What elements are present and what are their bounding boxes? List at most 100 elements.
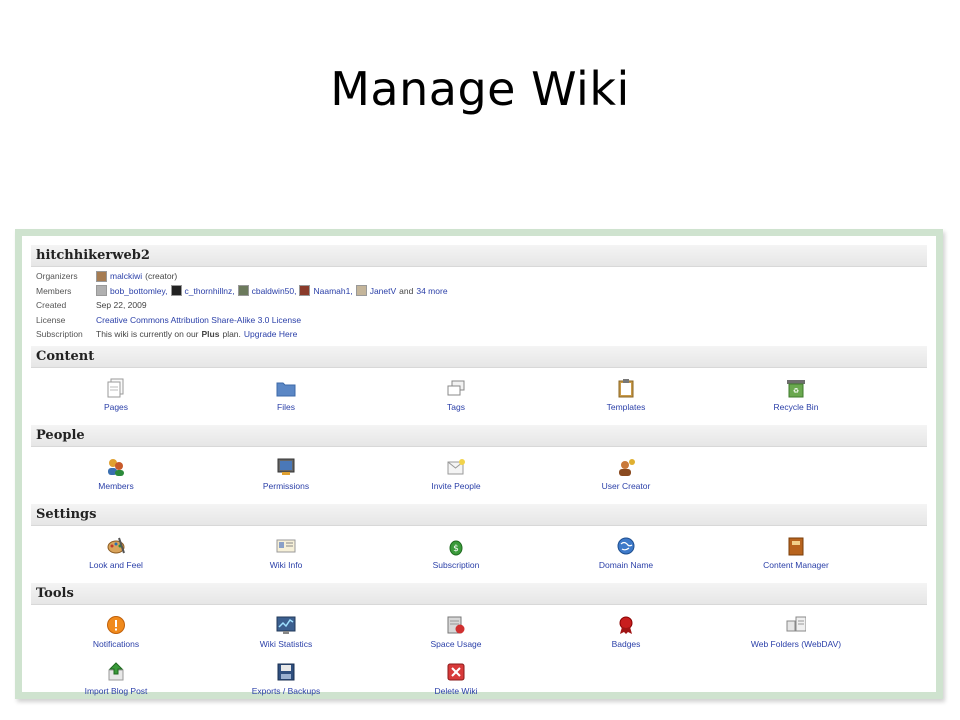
people-grid: Members Permissions Invite People User C…: [31, 447, 927, 504]
envelope-icon: [446, 457, 466, 477]
recycle-bin-button[interactable]: ♻ Recycle Bin: [711, 374, 881, 421]
pages-button[interactable]: Pages: [31, 374, 201, 421]
files-button[interactable]: Files: [201, 374, 371, 421]
wiki-statistics-button[interactable]: Wiki Statistics: [201, 611, 371, 658]
organizers-label: Organizers: [36, 271, 78, 282]
subscription-label: Subscription: [36, 329, 83, 340]
clipboard-icon: [616, 378, 636, 398]
subscription-button[interactable]: $ Subscription: [371, 532, 541, 579]
domain-name-button[interactable]: Domain Name: [541, 532, 711, 579]
space-usage-icon: [446, 615, 466, 635]
organizers-row: Organizers malckiwi (creator): [36, 269, 927, 284]
pages-label: Pages: [103, 401, 129, 412]
badges-button[interactable]: Badges: [541, 611, 711, 658]
invite-people-button[interactable]: Invite People: [371, 453, 541, 500]
member-link[interactable]: c_thornhillnz,: [184, 285, 235, 296]
domain-name-label: Domain Name: [598, 559, 654, 570]
import-blog-post-label: Import Blog Post: [84, 685, 148, 696]
user-creator-label: User Creator: [601, 480, 651, 491]
wiki-info-label: Wiki Info: [269, 559, 303, 570]
upgrade-link[interactable]: Upgrade Here: [243, 329, 298, 340]
permissions-icon: [276, 457, 296, 477]
license-row: License Creative Commons Attribution Sha…: [36, 313, 927, 328]
created-value: Sep 22, 2009: [96, 300, 147, 311]
member-link[interactable]: Naamah1,: [313, 285, 353, 296]
slide-title: Manage Wiki: [330, 62, 630, 116]
member-link[interactable]: JanetV: [369, 285, 397, 296]
badge-icon: [616, 615, 636, 635]
delete-wiki-label: Delete Wiki: [434, 685, 478, 696]
invite-people-label: Invite People: [431, 480, 481, 491]
templates-label: Templates: [606, 401, 646, 412]
look-and-feel-label: Look and Feel: [89, 559, 143, 570]
wiki-manage-panel: hitchhikerweb2 Organizers malckiwi (crea…: [22, 236, 936, 696]
member-link[interactable]: cbaldwin50,: [251, 285, 297, 296]
delete-wiki-button[interactable]: Delete Wiki: [371, 658, 541, 705]
content-manager-button[interactable]: Content Manager: [711, 532, 881, 579]
subscription-label-item: Subscription: [432, 559, 480, 570]
content-manager-label: Content Manager: [763, 559, 829, 570]
recycle-bin-label: Recycle Bin: [773, 401, 819, 412]
user-creator-button[interactable]: User Creator: [541, 453, 711, 500]
recycle-bin-icon: ♻: [786, 378, 806, 398]
created-label: Created: [36, 300, 67, 311]
import-blog-post-button[interactable]: Import Blog Post: [31, 658, 201, 705]
files-label: Files: [277, 401, 295, 412]
avatar: [237, 285, 249, 297]
web-folders-label: Web Folders (WebDAV): [750, 638, 842, 649]
section-header-content: Content: [31, 345, 927, 368]
notifications-label: Notifications: [92, 638, 140, 649]
section-header-tools: Tools: [31, 582, 927, 605]
wiki-statistics-label: Wiki Statistics: [259, 638, 313, 649]
wiki-info: Organizers malckiwi (creator) Members bo…: [31, 267, 927, 346]
web-folders-icon: [786, 615, 806, 635]
tags-label: Tags: [447, 401, 465, 412]
statistics-icon: [276, 615, 296, 635]
screenshot-frame: hitchhikerweb2 Organizers malckiwi (crea…: [15, 229, 943, 699]
section-header-settings: Settings: [31, 503, 927, 526]
wiki-box: hitchhikerweb2 Organizers malckiwi (crea…: [31, 245, 927, 709]
license-link[interactable]: Creative Commons Attribution Share-Alike…: [96, 314, 302, 325]
created-row: Created Sep 22, 2009: [36, 298, 927, 313]
wiki-name-header: hitchhikerweb2: [31, 245, 927, 267]
organizer-note: (creator): [145, 271, 178, 282]
space-usage-button[interactable]: Space Usage: [371, 611, 541, 658]
globe-icon: [616, 536, 636, 556]
exports-backups-button[interactable]: Exports / Backups: [201, 658, 371, 705]
wiki-info-button[interactable]: Wiki Info: [201, 532, 371, 579]
look-and-feel-button[interactable]: Look and Feel: [31, 532, 201, 579]
members-icon: [106, 457, 126, 477]
id-card-icon: [276, 536, 296, 556]
web-folders-button[interactable]: Web Folders (WebDAV): [711, 611, 881, 658]
svg-text:$: $: [453, 544, 459, 554]
members-label: Members: [36, 285, 72, 296]
exports-backups-label: Exports / Backups: [251, 685, 321, 696]
badges-label: Badges: [611, 638, 641, 649]
avatar: [299, 285, 311, 297]
section-header-people: People: [31, 424, 927, 447]
money-icon: $: [446, 536, 466, 556]
pages-icon: [106, 378, 126, 398]
notifications-button[interactable]: Notifications: [31, 611, 201, 658]
subscription-plan: Plus: [201, 329, 220, 340]
settings-grid: Look and Feel Wiki Info $ Subscription D…: [31, 526, 927, 583]
folder-icon: [276, 378, 296, 398]
members-label: Members: [98, 480, 134, 491]
members-more-link[interactable]: 34 more: [416, 285, 448, 296]
content-grid: Pages Files Tags Templates ♻ Recycle Bin: [31, 368, 927, 425]
tags-icon: [446, 378, 466, 398]
organizer-link[interactable]: malckiwi: [110, 271, 143, 282]
members-row: Members bob_bottomley, c_thornhillnz, cb…: [36, 284, 927, 299]
permissions-button[interactable]: Permissions: [201, 453, 371, 500]
avatar: [96, 270, 107, 282]
alert-icon: [106, 615, 126, 635]
member-link[interactable]: bob_bottomley,: [110, 285, 168, 296]
space-usage-label: Space Usage: [430, 638, 482, 649]
delete-icon: [446, 662, 466, 682]
members-button[interactable]: Members: [31, 453, 201, 500]
svg-text:♻: ♻: [793, 388, 799, 395]
templates-button[interactable]: Templates: [541, 374, 711, 421]
subscription-suffix: plan.: [222, 329, 241, 340]
floppy-disk-icon: [276, 662, 296, 682]
tags-button[interactable]: Tags: [371, 374, 541, 421]
